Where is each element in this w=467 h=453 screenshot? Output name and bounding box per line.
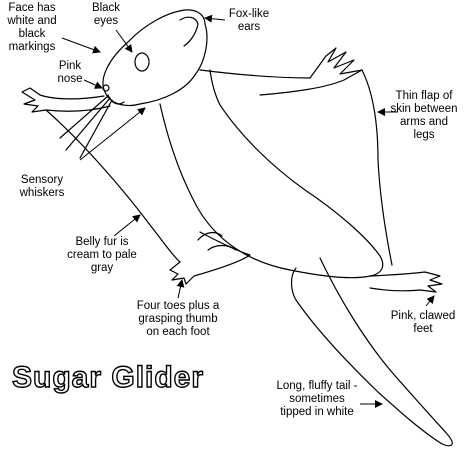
label-whiskers: Sensory whiskers (19, 174, 65, 199)
glider-right-arm (199, 47, 363, 96)
diagram-title-text: Sugar Glider (12, 361, 204, 394)
glider-body (159, 69, 384, 279)
glider-drawing (21, 9, 453, 447)
label-ears: Fox-like ears (228, 8, 270, 33)
arrow-nose (83, 79, 103, 89)
label-tail: Long, fluffy tail - sometimes tipped in … (276, 380, 358, 418)
glider-left-arm (21, 87, 111, 113)
glider-belly-fur (197, 231, 237, 251)
glider-head (102, 9, 208, 107)
glider-skin-flap (361, 69, 393, 266)
label-face-markings: Face has white and black markings (7, 2, 57, 53)
label-toes: Four toes plus a grasping thumb on each … (136, 300, 220, 338)
arrow-eyes (115, 29, 133, 53)
glider-left-leg (169, 231, 251, 285)
arrow-ears (204, 14, 226, 23)
arrow-toes (176, 279, 185, 299)
glider-eye (134, 52, 150, 72)
arrow-whiskers (79, 107, 146, 161)
glider-tail (290, 257, 453, 447)
label-arrows (61, 14, 435, 408)
diagram-title: Sugar Glider (11, 360, 204, 394)
glider-skin-flap-left (45, 109, 181, 263)
glider-mouth (107, 94, 125, 105)
label-pink-nose: Pink nose (57, 60, 83, 85)
arrow-face (61, 37, 101, 54)
arrow-feet (425, 295, 435, 307)
label-belly-fur: Belly fur is cream to pale gray (67, 236, 137, 274)
glider-ear (179, 16, 199, 47)
glider-nose (102, 84, 110, 92)
glider-right-foot (369, 271, 443, 293)
label-feet: Pink, clawed feet (390, 310, 456, 335)
label-black-eyes: Black eyes (91, 2, 121, 27)
label-skin-flap: Thin flap of skin between arms and legs (390, 90, 458, 141)
arrow-belly (113, 214, 141, 237)
